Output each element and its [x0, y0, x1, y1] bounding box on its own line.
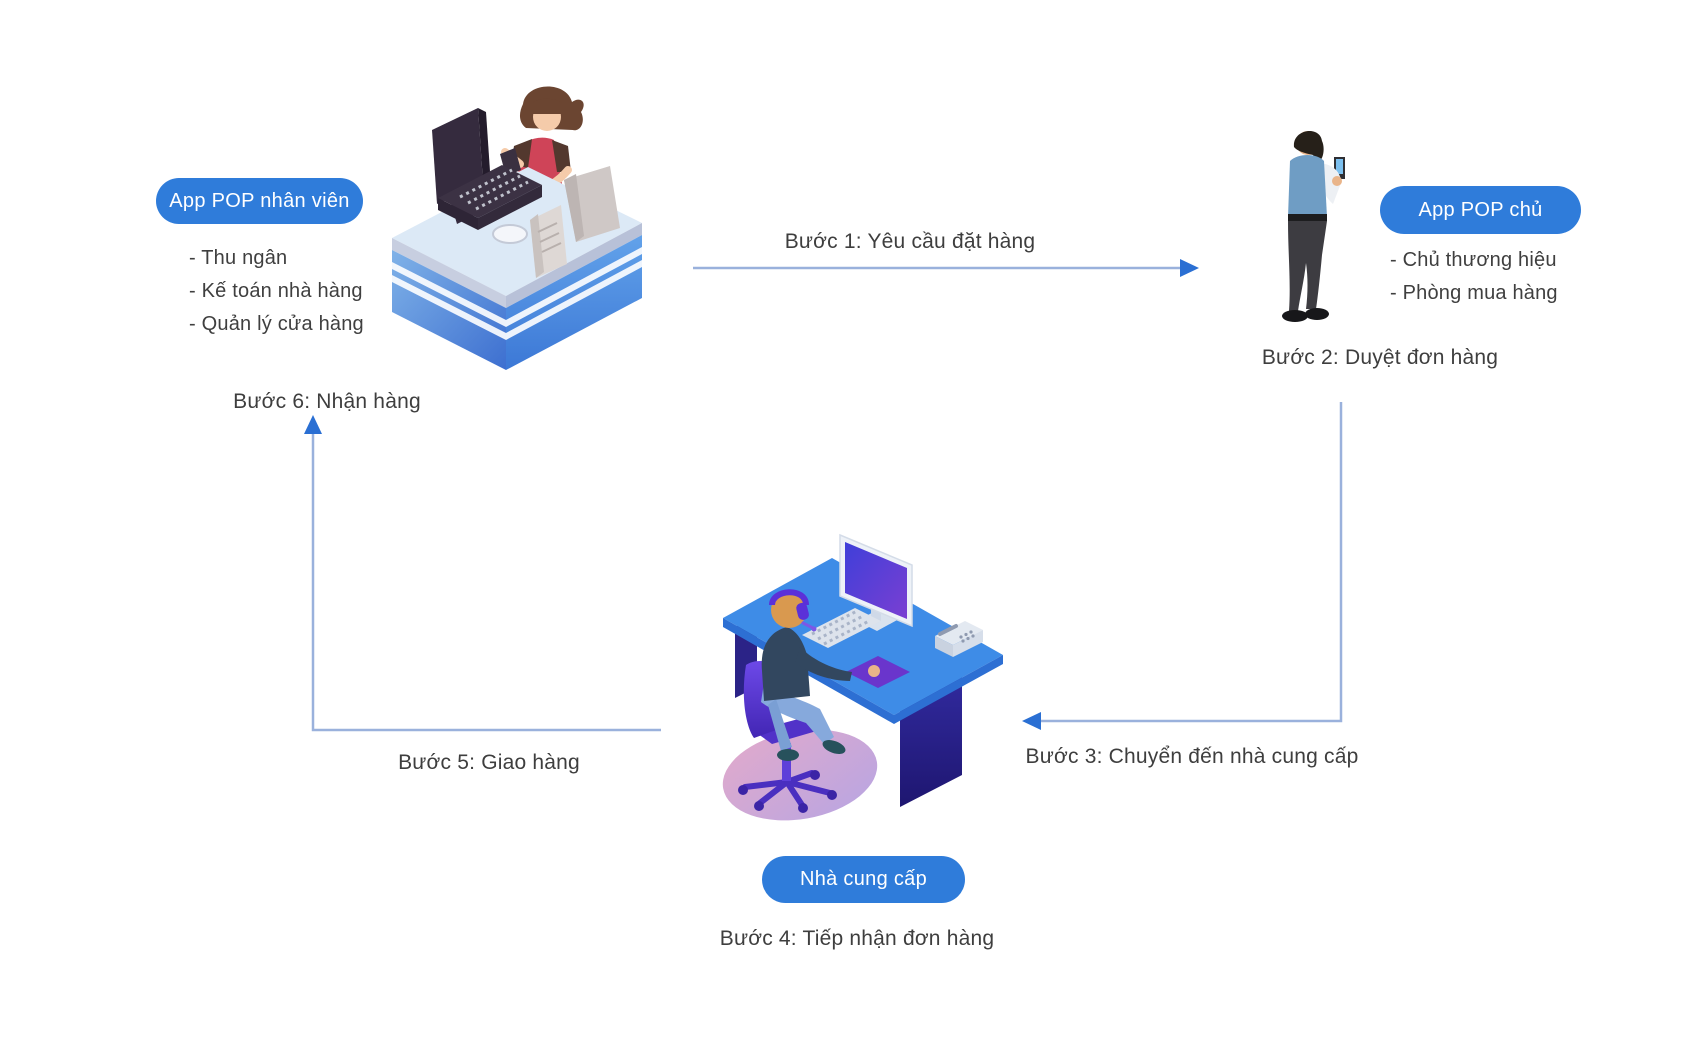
owner-pants	[1288, 221, 1327, 311]
tray	[492, 224, 528, 244]
owner-belt	[1288, 214, 1327, 221]
owner-role-item: - Chủ thương hiệu	[1390, 249, 1557, 271]
supplier-badge: Nhà cung cấp	[762, 856, 965, 903]
step-2-label: Bước 2: Duyệt đơn hàng	[1261, 346, 1499, 369]
supplier-person	[761, 589, 880, 761]
person-torso	[761, 627, 810, 701]
supplier-illustration	[650, 485, 1010, 830]
owner-vest	[1288, 155, 1327, 217]
headphones-earcup	[796, 602, 809, 620]
arrow-step-6-head	[304, 415, 322, 434]
headphones-band	[769, 589, 809, 606]
staff-app-badge: App POP nhân viên	[156, 178, 363, 224]
staff-role-item: - Kế toán nhà hàng	[189, 280, 363, 302]
keyboard	[802, 608, 881, 648]
owner-roles-list: - Chủ thương hiệu - Phòng mua hàng	[1390, 244, 1558, 310]
pos-register	[432, 108, 542, 230]
owner-shoe	[1305, 308, 1329, 320]
arrow-step-5-6-line	[311, 432, 661, 732]
owner-role-item: - Phòng mua hàng	[1390, 282, 1558, 304]
arrow-step-1-head	[1180, 259, 1199, 277]
staff-role-item: - Thu ngân	[189, 247, 288, 269]
step-6-label: Bước 6: Nhận hàng	[233, 390, 421, 413]
staff-role-item: - Quản lý cửa hàng	[189, 313, 364, 335]
staff-roles-list: - Thu ngân - Kế toán nhà hàng - Quản lý …	[189, 242, 364, 341]
step-5-label: Bước 5: Giao hàng	[398, 751, 580, 774]
arrow-step-3-line	[1040, 402, 1343, 723]
person-hand	[868, 665, 880, 677]
coffee-bags	[530, 166, 620, 278]
step-1-label: Bước 1: Yêu cầu đặt hàng	[784, 230, 1036, 253]
person-arm	[795, 647, 852, 681]
desk-phone	[935, 621, 983, 657]
owner-app-badge: App POP chủ	[1380, 186, 1581, 234]
cashier-illustration	[380, 70, 660, 370]
person-head	[771, 592, 807, 628]
step-4-label: Bước 4: Tiếp nhận đơn hàng	[719, 927, 995, 950]
owner-hair	[1293, 130, 1324, 163]
owner-shoe	[1282, 310, 1308, 322]
owner-illustration	[1260, 105, 1390, 345]
headset-mic	[801, 621, 815, 630]
step-3-label: Bước 3: Chuyển đến nhà cung cấp	[1025, 745, 1359, 768]
arrow-step-3-head	[1022, 712, 1041, 730]
